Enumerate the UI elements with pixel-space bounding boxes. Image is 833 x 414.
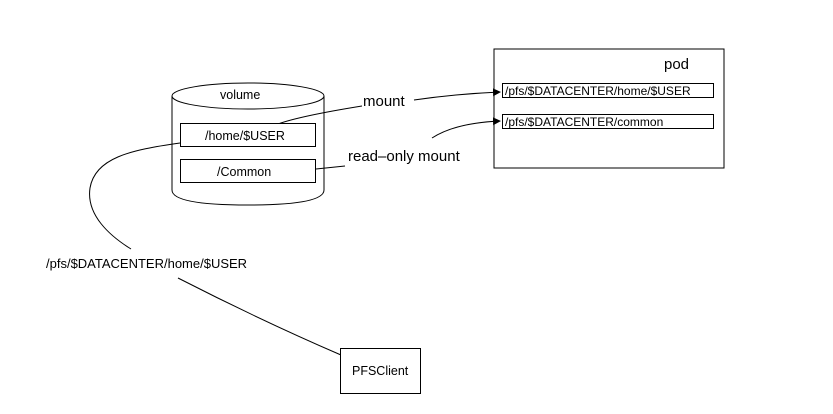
volume-cylinder-top — [171, 82, 325, 110]
pod-mount-home: /pfs/$DATACENTER/home/$USER — [502, 83, 714, 98]
volume-item-home-label: /home/$USER — [205, 129, 285, 143]
mount-connector-line — [277, 105, 363, 125]
readonly-mount-edge-label: read–only mount — [348, 148, 460, 165]
volume-item-home: /home/$USER — [180, 123, 316, 147]
pod-mount-home-label: /pfs/$DATACENTER/home/$USER — [505, 84, 691, 98]
volume-item-common-label: /Common — [217, 165, 272, 179]
pod-mount-common-label: /pfs/$DATACENTER/common — [505, 115, 664, 129]
readonly-connector-line — [315, 165, 346, 170]
mount-edge-label: mount — [363, 93, 405, 110]
volume-cylinder-body — [171, 96, 325, 206]
mount-arrow — [413, 88, 501, 101]
client-path-curve — [89, 142, 181, 250]
pfsclient-label: PFSClient — [352, 364, 409, 378]
pod-mount-common: /pfs/$DATACENTER/common — [502, 114, 714, 129]
volume-item-common: /Common — [180, 159, 316, 183]
pod-title: pod — [664, 56, 690, 73]
client-connector-line — [177, 277, 342, 356]
pfsclient-box: PFSClient — [340, 348, 421, 394]
pod-box — [493, 48, 725, 169]
volume-title: volume — [220, 88, 261, 102]
client-path-label: /pfs/$DATACENTER/home/$USER — [46, 256, 248, 271]
readonly-mount-arrow — [431, 117, 501, 139]
